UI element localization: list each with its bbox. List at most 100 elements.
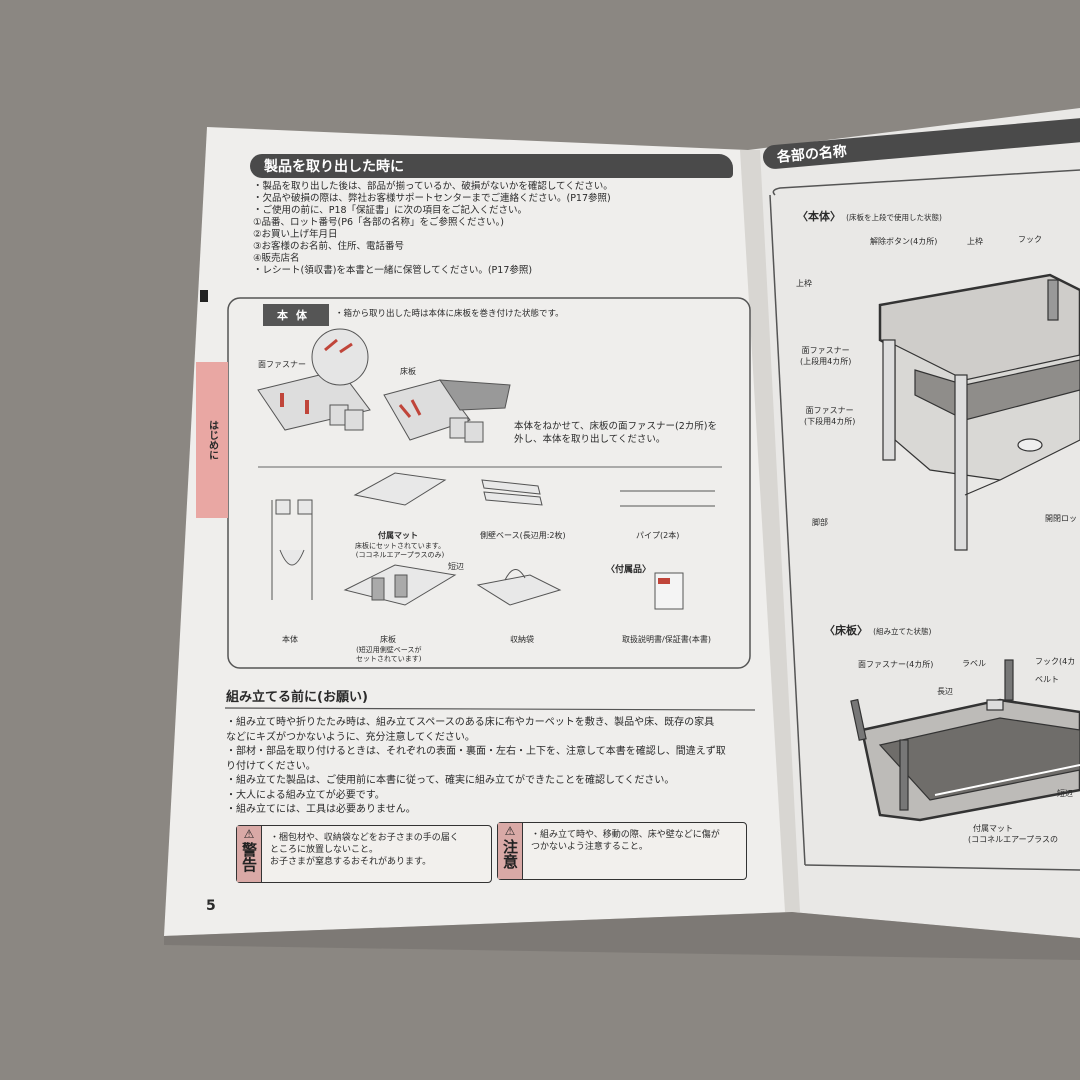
intro-line: ④販売店名	[253, 253, 300, 264]
label-hook: フック	[1018, 235, 1042, 244]
warning-label: 警告	[240, 842, 258, 872]
label-belt: ベルト	[1035, 675, 1059, 684]
part-manual: 取扱説明書/保証書(本書)	[622, 635, 711, 644]
left-page	[164, 127, 792, 936]
label-fastener-upper: 面ファスナー (上段用4カ所)	[800, 345, 851, 367]
intro-line: ・ご使用の前に、P18「保証書」に次の項目をご記入ください。	[253, 205, 528, 216]
warning-line: ところに放置しないこと。	[270, 845, 379, 855]
label-label: ラベル	[962, 659, 986, 668]
section2-line: ・組み立てた製品は、ご使用前に本書に従って、確実に組み立てができたことを確認して…	[226, 775, 675, 786]
section2-line: ・組み立てには、工具は必要ありません。	[226, 804, 416, 815]
label-fastener-lower: 面ファスナー (下段用4カ所)	[804, 405, 855, 427]
page-number: 5	[206, 898, 216, 914]
intro-line: ・レシート(領収書)を本書と一緒に保管してください。(P17参照)	[253, 265, 533, 276]
gutter-shadow	[740, 150, 800, 912]
parts-box-frame-bottom	[804, 864, 1080, 871]
label-lock: 開閉ロッ	[1045, 514, 1077, 523]
parts-box-frame-top	[772, 169, 1080, 196]
part-floor: 床板	[380, 635, 396, 644]
floor-subheading: (組み立てた状態)	[873, 627, 932, 636]
intro-line: ・製品を取り出した後は、部品が揃っているか、破損がないかを確認してください。	[253, 181, 613, 192]
note-line: (短辺用側壁ベースが	[356, 646, 422, 654]
section2-line: ・大人による組み立てが必要です。	[226, 789, 385, 801]
part-mat: 付属マット	[378, 531, 418, 540]
part-floor-note: (短辺用側壁ベースが セットされています)	[356, 646, 422, 664]
part-body: 本体	[282, 635, 298, 644]
section2-line: り付けてください。	[226, 760, 316, 772]
intro-line: ②お買い上げ年月日	[253, 229, 338, 240]
side-base-1	[481, 479, 541, 495]
fastener-label: 面ファスナー	[258, 360, 306, 369]
label-line: (下段用4カ所)	[804, 417, 856, 426]
label-top-frame-2: 上枠	[796, 279, 812, 288]
warning-text: ・梱包材や、収納袋などをお子さまの手の届く ところに放置しないこと。 お子さまが…	[262, 826, 467, 882]
floor-heading-row: 〈床板〉 (組み立てた状態)	[824, 619, 931, 638]
caution-text: ・組み立て時や、移動の際、床や壁などに傷が つかないよう注意すること。	[523, 823, 728, 879]
label-release-button: 解除ボタン(4カ所)	[870, 237, 938, 246]
body-illustration	[271, 499, 313, 600]
label-legs: 脚部	[812, 518, 828, 527]
label-floor-fastener: 面ファスナー(4カ所)	[858, 660, 934, 669]
side-base-2	[483, 491, 543, 506]
floorboard-illustration	[850, 659, 1080, 822]
mat-illustration	[353, 472, 447, 506]
part-side-base: 側壁ベース(長辺用:2枚)	[480, 531, 566, 540]
playard-illustration	[878, 273, 1080, 551]
section2-line: ・部材・部品を取り付けるときは、それぞれの表面・裏面・左右・上下を、注意して本書…	[226, 746, 726, 757]
unpack-instruction: 本体をねかせて、床板の面ファスナー(2カ所)を 外し、本体を取り出してください。	[514, 420, 717, 446]
warning-triangle-icon: ⚠	[243, 827, 255, 841]
body-tag-note: ・箱から取り出した時は本体に床板を巻き付けた状態です。	[335, 309, 564, 319]
floor-label: 床板	[400, 367, 416, 376]
section-title-bar: 製品を取り出した時に	[250, 154, 733, 178]
section2-text: ・組み立て時や折りたたみ時は、組み立てスペースのある床に布やカーペットを敷き、製…	[226, 716, 726, 818]
part-pipe: パイプ(2本)	[636, 531, 680, 540]
caution-line: つかないよう注意すること。	[531, 842, 648, 852]
part-bag: 収納袋	[510, 635, 534, 644]
rolled-body-illustration-2	[383, 379, 511, 443]
section2-rule	[224, 707, 756, 711]
floor-heading: 〈床板〉	[824, 624, 868, 637]
label-line: (上段用4カ所)	[800, 357, 852, 366]
section2-line: などにキズがつかないように、充分注意してください。	[226, 731, 475, 743]
parts-illustrations	[271, 472, 715, 610]
caution-label: 注意	[501, 839, 519, 869]
warning-box: ⚠ 警告 ・梱包材や、収納袋などをお子さまの手の届く ところに放置しないこと。 …	[236, 825, 492, 883]
bag-illustration	[476, 574, 562, 606]
caution-side: ⚠ 注意	[498, 823, 523, 879]
intro-line: ①品番、ロット番号(P6「各部の名称」をご参照ください。)	[253, 217, 504, 228]
label-mat-note: (ココネルエアープラスの	[968, 835, 1058, 844]
instruction-line: 本体をねかせて、床板の面ファスナー(2カ所)を	[514, 421, 717, 432]
body-subheading: (床板を上段で使用した状態)	[846, 213, 942, 222]
intro-line: ③お客様のお名前、住所、電話番号	[253, 241, 405, 252]
label-line: 面ファスナー	[801, 346, 850, 355]
intro-text: ・製品を取り出した後は、部品が揃っているか、破損がないかを確認してください。 ・…	[253, 181, 613, 277]
caution-box: ⚠ 注意 ・組み立て時や、移動の際、床や壁などに傷が つかないよう注意すること。	[497, 822, 747, 880]
side-tab[interactable]: はじめに	[196, 362, 228, 518]
note-line: 床板にセットされています。	[355, 542, 446, 550]
note-line: (ココネルエアープラスのみ)	[355, 551, 445, 559]
note-line: セットされています)	[356, 655, 422, 663]
warning-triangle-icon: ⚠	[504, 824, 516, 838]
part-short-side: 短辺	[448, 562, 464, 571]
body-heading-row: 〈本体〉 (床板を上段で使用した状態)	[797, 205, 942, 224]
warning-line: ・梱包材や、収納袋などをお子さまの手の届く	[270, 833, 459, 843]
label-floor-hook: フック(4カ	[1035, 657, 1076, 666]
right-section-title: 各部の名称	[776, 143, 848, 166]
intro-line: ・欠品や破損の際は、弊社お客様サポートセンターまでご連絡ください。(P17参照)	[253, 193, 611, 204]
label-short-side: 短辺	[1057, 789, 1073, 798]
rolled-body-illustration-1	[257, 328, 371, 431]
label-long-side: 長辺	[937, 687, 953, 696]
unpack-box-frame	[227, 297, 751, 669]
part-mat-note: 床板にセットされています。 (ココネルエアープラスのみ)	[355, 542, 445, 560]
parts-box-frame-left	[769, 194, 806, 866]
section-title: 製品を取り出した時に	[264, 159, 404, 175]
instruction-line: 外し、本体を取り出してください。	[514, 434, 666, 445]
warning-side: ⚠ 警告	[237, 826, 262, 882]
label-top-frame: 上枠	[967, 237, 983, 246]
body-heading: 〈本体〉	[797, 210, 841, 223]
accessories-heading: 〈付属品〉	[606, 565, 652, 575]
label-mat: 付属マット	[973, 824, 1013, 833]
warning-line: お子さまが窒息するおそれがあります。	[270, 857, 432, 867]
side-tab-label: はじめに	[206, 420, 218, 460]
